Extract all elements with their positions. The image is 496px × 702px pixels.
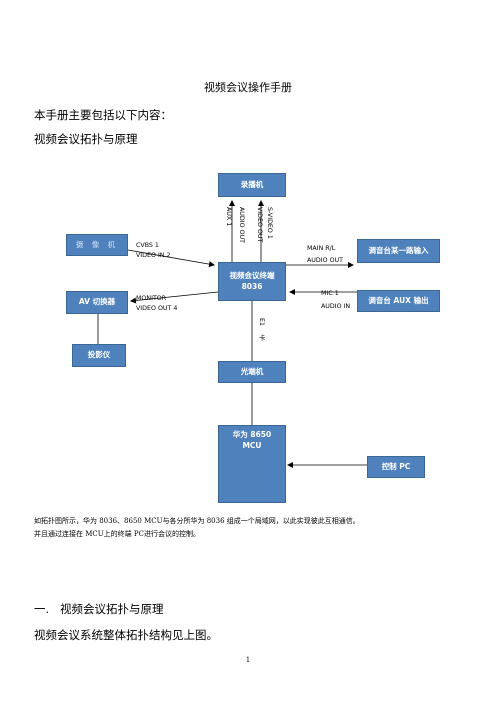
section-title: 视频会议拓扑与原理 [60, 602, 164, 616]
intro-text: 本手册主要包括以下内容： [34, 108, 172, 122]
av-switch-label: AV 切换器 [78, 297, 116, 307]
terminal-label-line2: 8036 [241, 281, 263, 291]
mixer-input-label: 调音台某一路输入 [368, 245, 429, 255]
label-monitor: MONITOR [136, 295, 167, 302]
mixer-aux-label: 调音台 AUX 输出 [368, 295, 429, 305]
label-video-out-vertical: VIDEO OUT [256, 207, 263, 243]
projector-label: 投影仪 [87, 350, 111, 360]
optical-label: 光端机 [240, 366, 264, 376]
camera-box: 摄 像 机 [66, 234, 128, 256]
label-svideo: S-VIDEO 1 [266, 207, 273, 239]
control-pc-label: 控制 PC [381, 461, 411, 471]
terminal-label-line1: 视频会议终端 [229, 270, 275, 280]
section-body: 视频会议系统整体拓扑结构见上图。 [34, 628, 218, 642]
line-camera-terminal [127, 249, 215, 268]
caption-line-1: 如拓扑图所示，华为 8036、8650 MCU与各分所华为 8036 组成一个局… [34, 517, 360, 525]
mixer-input-box: 调音台某一路输入 [357, 239, 440, 263]
recorder-label: 录播机 [240, 179, 264, 189]
label-video-in: VIDEO IN 2 [136, 252, 171, 259]
projector-box: 投影仪 [72, 344, 126, 367]
mcu-label-line2: MCU [242, 440, 262, 450]
mcu-label-line1: 华为 8650 [232, 430, 272, 439]
label-card: 卡 [259, 335, 266, 342]
mcu-box: 华为 8650 MCU [218, 425, 286, 503]
label-mic: MIC 1 [321, 290, 339, 297]
label-audio-out-vertical: AUDIO OUT [238, 207, 245, 243]
section-number: 一. [34, 602, 50, 616]
terminal-box: 视频会议终端 8036 [218, 262, 286, 301]
mixer-aux-box: 调音台 AUX 输出 [357, 290, 440, 312]
recorder-box: 录播机 [218, 173, 286, 197]
label-audio-out: AUDIO OUT [307, 257, 343, 264]
label-audio-in: AUDIO IN [321, 303, 351, 310]
topic-text: 视频会议拓扑与原理 [34, 132, 138, 146]
label-main-rl: MAIN R/L [307, 245, 336, 252]
caption-line-2: 并且通过连接在 MCU上的终端 PC进行会议的控制。 [34, 530, 200, 538]
page-number: 1 [245, 656, 251, 664]
label-video-out-4: VIDEO OUT 4 [136, 305, 178, 312]
av-switch-box: AV 切换器 [66, 291, 128, 314]
label-e1: E1 [258, 318, 265, 326]
label-cvbs: CVBS 1 [136, 242, 159, 249]
camera-label: 摄 像 机 [75, 239, 119, 249]
document-title: 视频会议操作手册 [204, 81, 292, 94]
label-aux: AUX 1 [225, 207, 232, 227]
optical-box: 光端机 [218, 361, 286, 383]
control-pc-box: 控制 PC [367, 456, 425, 478]
line-terminal-av-switch [130, 291, 219, 304]
